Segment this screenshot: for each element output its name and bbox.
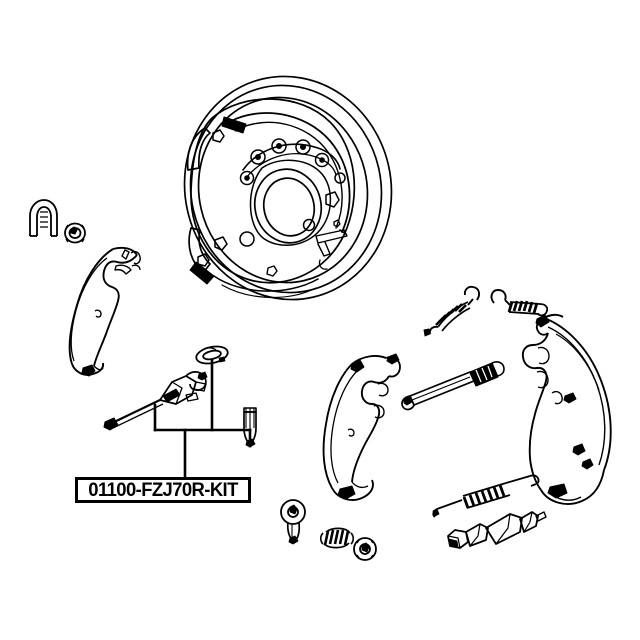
c-clip-retainer-ring bbox=[195, 345, 229, 365]
cup-washer bbox=[64, 222, 86, 244]
brake-backing-plate-assembly bbox=[183, 75, 393, 301]
u-shaped-retainer-clip bbox=[29, 199, 58, 237]
leader-lines bbox=[153, 358, 252, 479]
part-number-label: 01100-FZJ70R-KIT bbox=[75, 477, 251, 503]
adjuster-strut-bar bbox=[401, 361, 505, 411]
hold-down-pin bbox=[280, 499, 306, 545]
return-spring bbox=[423, 285, 481, 337]
brake-shoe-left bbox=[68, 246, 141, 377]
wheel-cylinder bbox=[447, 511, 547, 549]
hold-down-cup-washer bbox=[353, 537, 377, 561]
hold-down-spring bbox=[319, 527, 355, 549]
return-spring bbox=[490, 289, 549, 317]
brake-shoe-right bbox=[521, 313, 612, 505]
parking-brake-spring bbox=[432, 474, 540, 518]
brake-shoe-center bbox=[322, 353, 401, 501]
part-number-text: 01100-FZJ70R-KIT bbox=[88, 479, 238, 501]
